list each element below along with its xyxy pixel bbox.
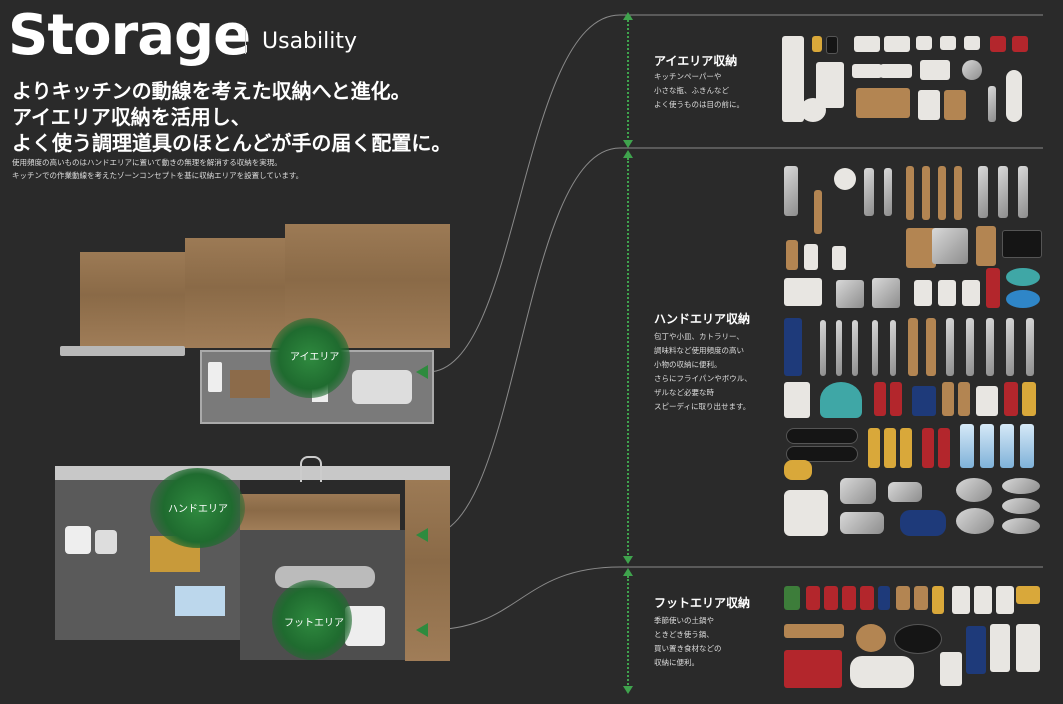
foot-arrow-icon <box>416 623 428 637</box>
description-note: 使用頻度の高いものはハンドエリアに置いて動きの無理を解消する収納を実現。 キッチ… <box>12 156 303 182</box>
eye-arrow-icon <box>416 365 428 379</box>
headline-line: アイエリア収納を活用し、 <box>12 105 251 129</box>
hand-area-items <box>780 160 1045 545</box>
page-title: Storage <box>8 3 251 68</box>
lower-cabinet <box>55 466 450 661</box>
eye-height-bottom-icon <box>623 140 633 148</box>
page-subtitle: Usability <box>262 29 357 54</box>
note-line: キッチンでの作業動線を考えたゾーンコンセプトを基に収納エリアを設置しています。 <box>12 171 304 180</box>
hand-height-bottom-icon <box>623 556 633 564</box>
eye-area-glow <box>270 318 350 398</box>
upper-cabinet <box>80 222 450 350</box>
headline: よりキッチンの動線を考えた収納へと進化。 アイエリア収納を活用し、 よく使う調理… <box>12 78 451 156</box>
foot-area-label: フットエリア <box>284 618 344 629</box>
eye-section-title: アイエリア収納 <box>654 54 738 68</box>
faucet-icon <box>300 456 322 482</box>
foot-area-glow <box>272 580 352 660</box>
foot-section-desc: 季節使いの土鍋や ときどき使う鍋、 買い置き食材などの 収納に便利。 <box>654 616 722 667</box>
hand-height-top-icon <box>623 150 633 158</box>
hand-section-title: ハンドエリア収納 <box>654 312 751 326</box>
eye-height-top-icon <box>623 12 633 20</box>
foot-height-top-icon <box>623 568 633 576</box>
hand-section-desc: 包丁や小皿、カトラリー、 調味料など使用頻度の高い 小物の収納に便利。 さらにフ… <box>654 332 752 411</box>
foot-height-marker <box>627 576 629 688</box>
eye-height-marker <box>627 20 629 142</box>
note-line: 使用頻度の高いものはハンドエリアに置いて動きの無理を解消する収納を実現。 <box>12 158 282 167</box>
title-divider <box>245 28 246 54</box>
eye-area-label: アイエリア <box>290 352 340 363</box>
hand-area-label: ハンドエリア <box>168 504 228 515</box>
eye-area-items <box>780 30 1040 125</box>
hand-height-marker <box>627 158 629 558</box>
foot-area-items <box>780 580 1045 692</box>
headline-line: よく使う調理道具のほとんどが手の届く配置に。 <box>12 131 452 155</box>
foot-height-bottom-icon <box>623 686 633 694</box>
headline-line: よりキッチンの動線を考えた収納へと進化。 <box>12 79 411 103</box>
hand-area-glow <box>150 468 245 548</box>
foot-section-title: フットエリア収納 <box>654 596 751 610</box>
range-hood <box>60 346 185 356</box>
hand-arrow-icon <box>416 528 428 542</box>
eye-section-desc: キッチンペーパーや 小さな瓶、ふきんなど よく使うものは目の前に。 <box>654 72 744 109</box>
